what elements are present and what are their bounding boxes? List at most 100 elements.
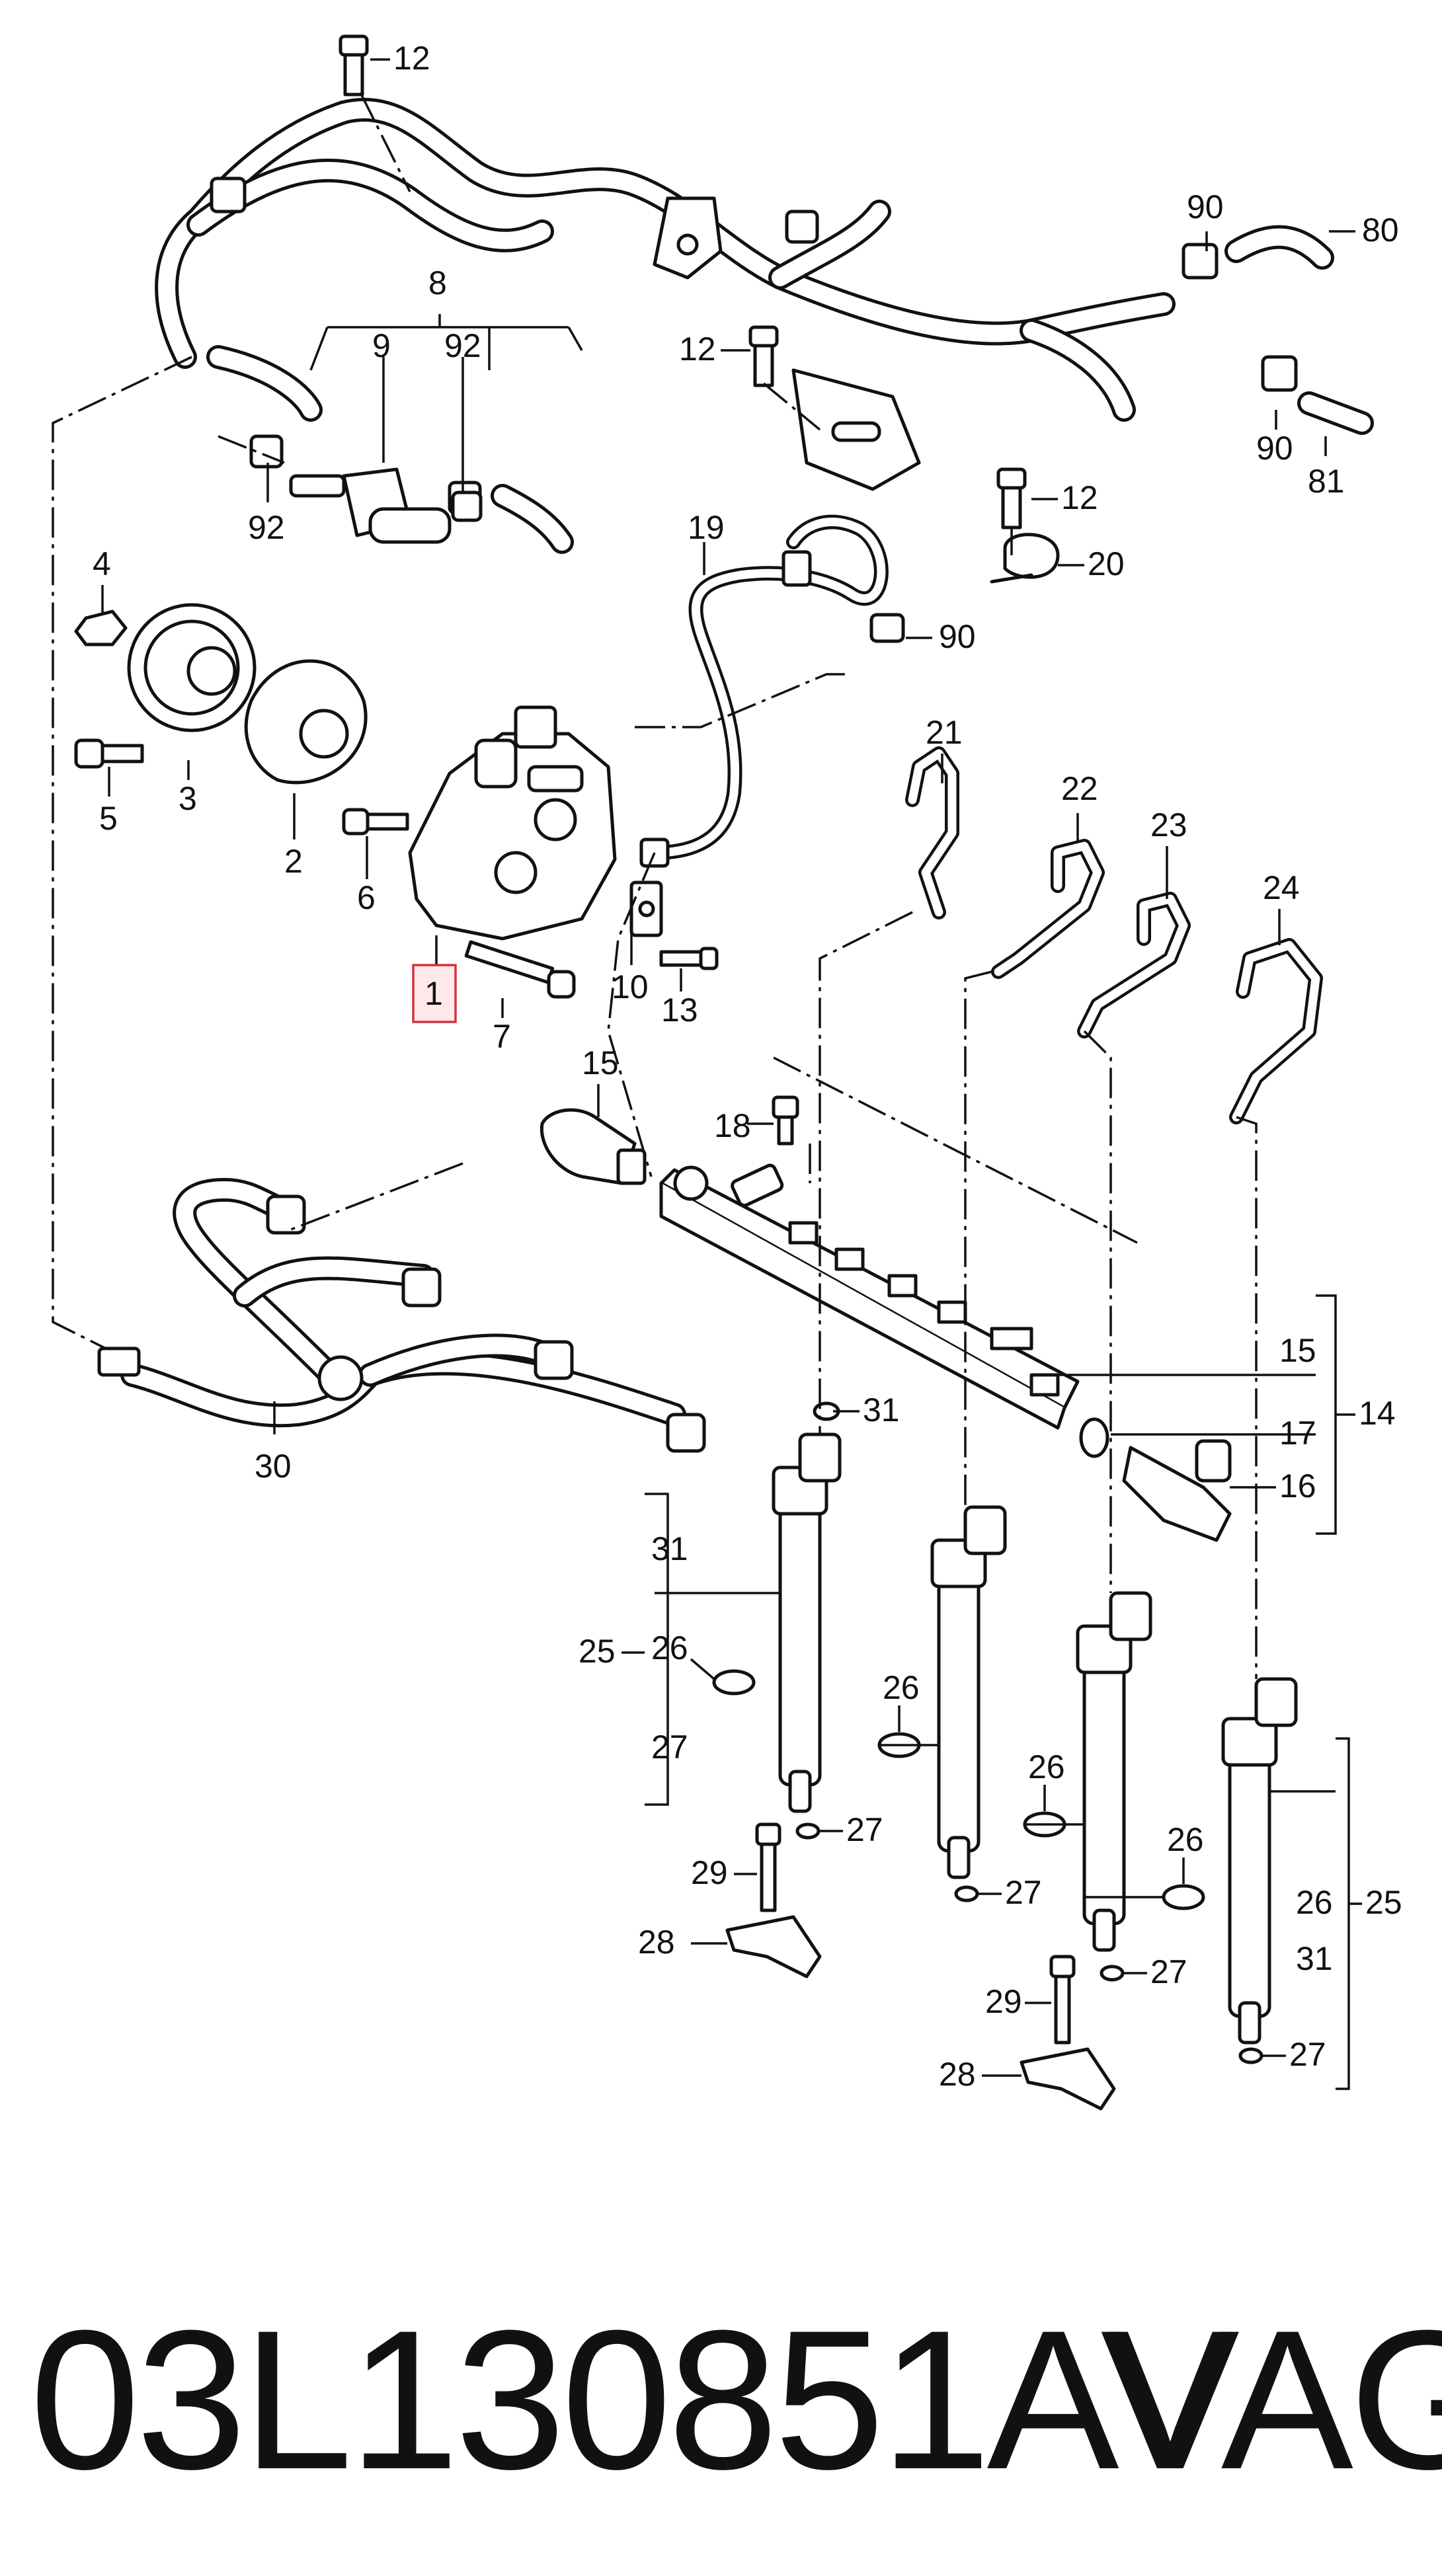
callout-92: 92: [248, 509, 285, 546]
callout-90: 90: [1256, 430, 1293, 467]
callout-29: 29: [985, 1983, 1022, 2020]
callout-16: 16: [1279, 1467, 1316, 1504]
bolt-6: [342, 808, 409, 836]
callout-10: 10: [612, 968, 649, 1005]
highlight-box-part-1: [412, 964, 457, 1023]
brand-label: VAG: [1107, 2288, 1442, 2511]
callout-31: 31: [863, 1391, 900, 1428]
callout-90: 90: [1187, 188, 1224, 225]
callout-5: 5: [99, 800, 118, 837]
callout-22: 22: [1061, 770, 1098, 807]
callout-20: 20: [1088, 545, 1125, 582]
clamp-28-left: [725, 1915, 822, 1978]
callout-12: 12: [1061, 479, 1098, 516]
callout-27: 27: [1150, 1953, 1187, 1990]
callout-labels: 12 8 9 92 92 12 90 80 90 81 12 20 19 90 …: [93, 40, 1402, 2093]
callout-23: 23: [1150, 806, 1187, 843]
alignment-lines: [52, 92, 1258, 1679]
callout-8: 8: [428, 264, 447, 301]
clamp-92-right: [451, 490, 483, 522]
clip-20: [990, 533, 1060, 584]
part-number-label: 03L130851AV: [30, 2288, 1233, 2511]
injector-3: [1076, 1591, 1152, 1952]
bolt-12-mid: [748, 325, 779, 387]
bolt-18: [772, 1095, 799, 1146]
callout-26: 26: [1028, 1748, 1065, 1785]
callout-26: 26: [883, 1669, 920, 1706]
pressure-valve-16: [1122, 1439, 1232, 1542]
callout-30: 30: [255, 1448, 292, 1485]
callout-19: 19: [688, 509, 725, 546]
callout-9: 9: [372, 327, 391, 364]
callout-26: 26: [651, 1629, 688, 1666]
callout-6: 6: [357, 879, 376, 916]
callout-31: 31: [651, 1530, 688, 1567]
pipe-21: [905, 746, 959, 919]
bolt-7: [464, 940, 576, 999]
callout-81: 81: [1308, 463, 1345, 500]
hose-80: [1224, 225, 1334, 270]
callout-2: 2: [284, 843, 303, 880]
callout-27: 27: [651, 1729, 688, 1766]
injector-1: [772, 1432, 842, 1813]
pipe-19: [639, 514, 889, 868]
callout-15: 15: [1279, 1332, 1316, 1369]
injector-2: [930, 1505, 1007, 1879]
callout-12: 12: [393, 40, 430, 77]
callout-27: 27: [846, 1811, 883, 1848]
callout-12: 12: [679, 331, 716, 368]
gear-3: [127, 603, 257, 732]
pipe-24: [1229, 938, 1323, 1124]
callout-24: 24: [1263, 869, 1300, 906]
seals: [712, 1401, 1263, 2064]
pipe-22: [991, 839, 1105, 979]
callout-29: 29: [691, 1854, 728, 1891]
fuel-rail-14: [659, 1163, 1080, 1430]
bolt-5: [74, 738, 144, 769]
callout-4: 4: [93, 545, 111, 582]
callout-90: 90: [939, 618, 976, 655]
pressure-sensor-15: [540, 1108, 647, 1185]
hose-81: [1297, 391, 1374, 435]
clamp-90-mid: [869, 613, 905, 643]
callout-28: 28: [638, 1924, 675, 1961]
callout-27: 27: [1289, 2036, 1326, 2073]
bolt-13: [659, 947, 719, 970]
callout-13: 13: [661, 992, 698, 1029]
callout-3: 3: [179, 780, 197, 817]
nut-4: [74, 609, 128, 646]
hub-2: [244, 659, 368, 785]
bolt-29-right: [1049, 1955, 1076, 2045]
footer: 03L130851AV VAG: [0, 2247, 1442, 2525]
callout-27: 27: [1005, 1874, 1042, 1911]
callout-31: 31: [1296, 1940, 1333, 1977]
callout-92: 92: [444, 327, 481, 364]
leader-lines: [101, 58, 1362, 2090]
connector-9: [289, 467, 452, 544]
callout-28: 28: [939, 2056, 976, 2093]
wiring-harness-30: [97, 1178, 706, 1453]
high-pressure-pump-1: [408, 705, 617, 941]
callout-14: 14: [1359, 1395, 1396, 1432]
bracket-10: [629, 880, 663, 937]
return-hose-assembly: [155, 98, 1298, 554]
bolt-12-right: [996, 467, 1027, 529]
callout-26: 26: [1296, 1884, 1333, 1921]
callout-15: 15: [582, 1044, 619, 1081]
callout-7: 7: [493, 1018, 511, 1055]
seal-17: [1079, 1417, 1109, 1458]
exploded-parts-diagram: 12 8 9 92 92 12 90 80 90 81 12 20 19 90 …: [52, 34, 1402, 2111]
callout-25: 25: [1365, 1884, 1402, 1921]
callout-80: 80: [1362, 212, 1399, 249]
callout-17: 17: [1279, 1415, 1316, 1452]
clamp-28-right: [1020, 2047, 1116, 2111]
bolt-12-top: [339, 34, 369, 97]
pipe-23: [1077, 892, 1191, 1038]
callout-26: 26: [1167, 1821, 1204, 1858]
injector-4: [1221, 1677, 1298, 2045]
callout-21: 21: [926, 714, 963, 751]
callout-25: 25: [579, 1633, 616, 1670]
callout-1: 1: [424, 975, 443, 1012]
bolt-29-left: [755, 1822, 781, 1912]
callout-18: 18: [714, 1107, 751, 1144]
